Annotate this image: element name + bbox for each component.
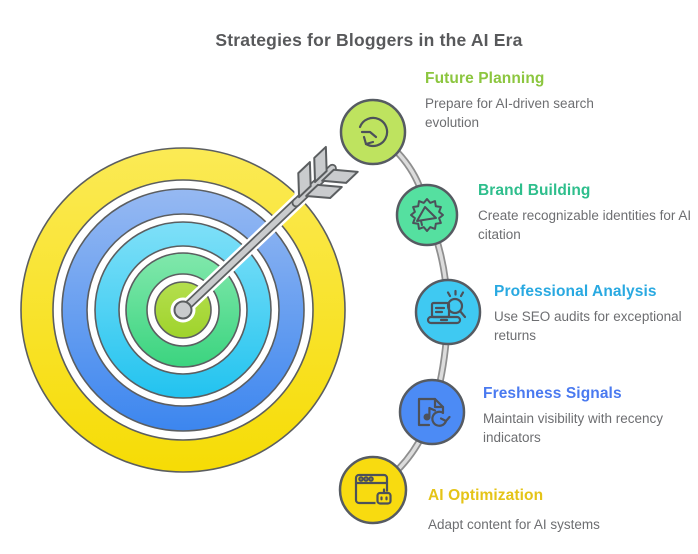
arrow-fletching bbox=[291, 142, 363, 208]
step-description: Create recognizable identities for AI ci… bbox=[478, 208, 692, 243]
step-circle-brand-building bbox=[395, 183, 459, 247]
step-circle-professional-analysis bbox=[414, 278, 482, 346]
step-ai-optimization: AI Optimization Adapt content for AI sys… bbox=[428, 487, 683, 534]
step-circle-ai-optimization bbox=[338, 455, 408, 525]
history-clock-icon bbox=[358, 116, 389, 147]
step-description: Maintain visibility with recency indicat… bbox=[483, 411, 664, 446]
megaphone-badge-icon bbox=[410, 198, 444, 232]
browser-robot-icon bbox=[354, 473, 392, 505]
step-professional-analysis: Professional Analysis Use SEO audits for… bbox=[494, 283, 698, 345]
step-heading: Future Planning bbox=[425, 70, 545, 87]
arrow-icon bbox=[170, 142, 363, 323]
step-heading: Professional Analysis bbox=[494, 283, 657, 300]
laptop-search-icon bbox=[426, 289, 467, 325]
step-circle-freshness-signals bbox=[398, 378, 466, 446]
step-brand-building: Brand Building Create recognizable ident… bbox=[478, 182, 698, 244]
step-description: Use SEO audits for exceptional returns bbox=[494, 309, 682, 344]
step-future-planning: Future Planning Prepare for AI-driven se… bbox=[425, 70, 640, 132]
page-title: Strategies for Bloggers in the AI Era bbox=[215, 29, 523, 50]
step-heading: AI Optimization bbox=[428, 487, 544, 504]
step-freshness-signals: Freshness Signals Maintain visibility wi… bbox=[483, 385, 698, 447]
step-description: Adapt content for AI systems bbox=[428, 517, 600, 532]
step-heading: Brand Building bbox=[478, 182, 591, 199]
step-circle-future-planning bbox=[339, 98, 407, 166]
media-refresh-icon bbox=[417, 397, 451, 427]
step-description: Prepare for AI-driven search evolution bbox=[425, 96, 594, 131]
step-heading: Freshness Signals bbox=[483, 385, 622, 402]
